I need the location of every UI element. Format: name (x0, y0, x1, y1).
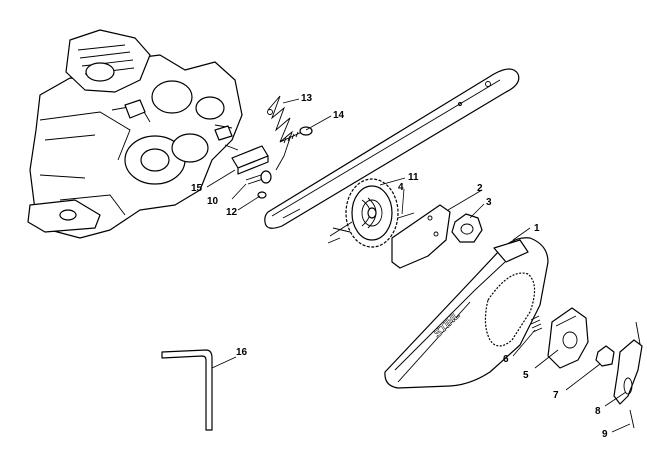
cover-plate (391, 204, 451, 269)
callout-6: 6 (503, 354, 509, 365)
knob-nut (451, 213, 483, 243)
lower-pin (629, 409, 635, 429)
screw (279, 126, 313, 144)
callout-15: 15 (191, 183, 203, 194)
callout-10: 10 (207, 196, 219, 207)
callout-1: 1 (534, 223, 540, 234)
powerhead-engine (27, 29, 243, 239)
leader-lines (206, 98, 631, 433)
callout-5: 5 (523, 370, 529, 381)
callout-14: 14 (333, 110, 345, 121)
side-catcher (547, 307, 589, 369)
callout-2: 2 (477, 183, 483, 194)
lever (613, 339, 643, 405)
tensioner-plate (231, 145, 269, 175)
guide-bar (264, 68, 520, 229)
spring-clip (267, 95, 293, 171)
callout-9: 9 (602, 429, 608, 440)
hex-key (161, 349, 213, 431)
callout-numbers: 1 2 3 4 5 6 7 8 9 10 11 12 13 14 15 16 (191, 93, 608, 440)
callout-7: 7 (553, 390, 559, 401)
callout-16: 16 (236, 347, 248, 358)
callout-4: 4 (398, 182, 404, 193)
callout-13: 13 (301, 93, 313, 104)
callout-12: 12 (226, 207, 238, 218)
spring (530, 315, 543, 333)
sprocket-cover: STIHL (384, 237, 549, 389)
callout-8: 8 (595, 406, 601, 417)
pin (397, 212, 415, 219)
upper-pin (635, 321, 641, 345)
sprocket-wheel (327, 178, 399, 248)
callout-3: 3 (486, 197, 492, 208)
adjusting-screw (245, 170, 272, 199)
callout-11: 11 (408, 172, 419, 183)
slide-block (595, 345, 615, 367)
